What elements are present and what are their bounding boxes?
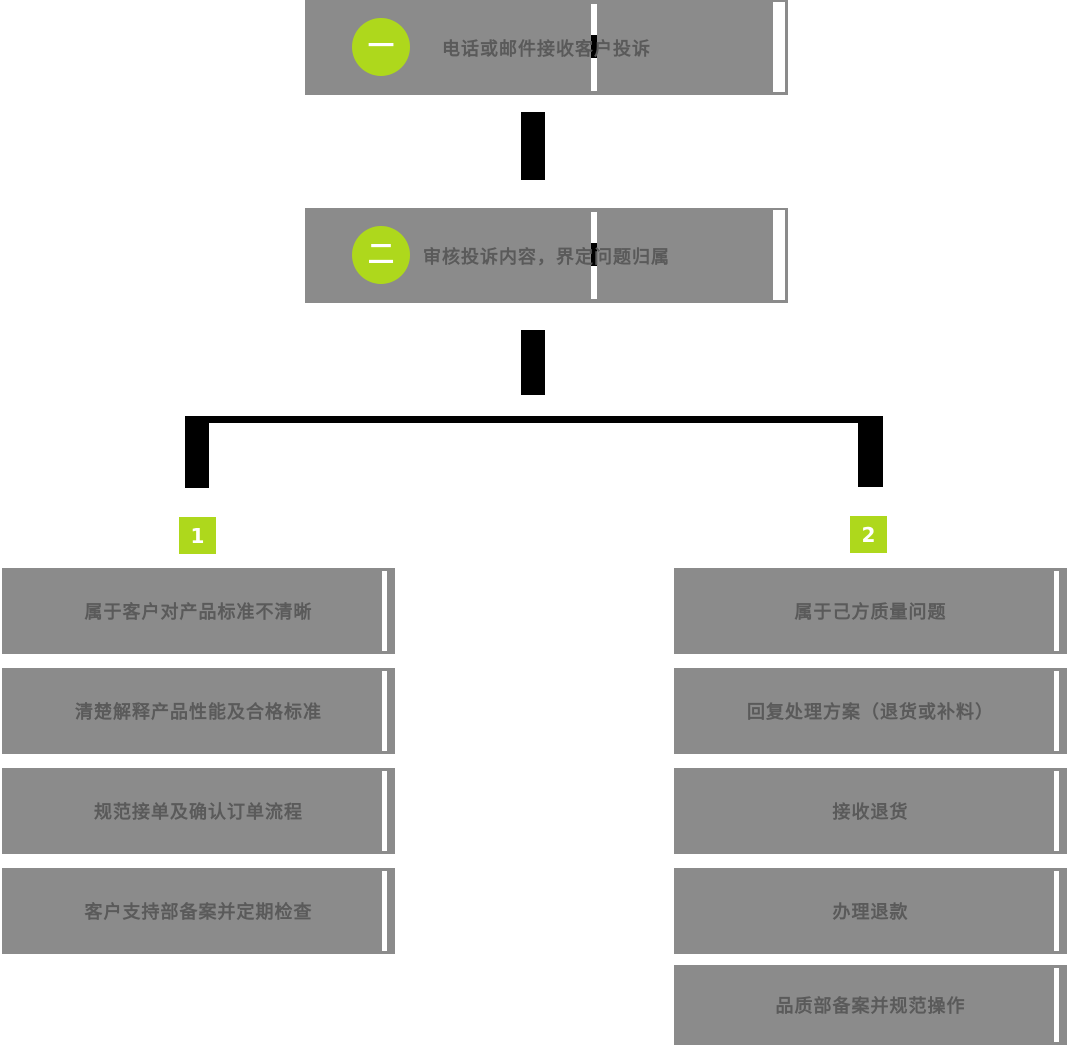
divider-stripe [1054,968,1059,1042]
branch2-box-5-label: 品质部备案并规范操作 [775,996,966,1017]
branch-horizontal-bar [193,416,873,423]
step2-box: 二 审核投诉内容，界定问题归属 [305,208,788,303]
step1-box: 一 电话或邮件接收客户投诉 [305,0,788,95]
branch2-box-3: 接收退货 [674,768,1067,854]
divider-stripe [1054,671,1059,751]
step1-number-badge: 一 [352,18,410,76]
branch1-box-2: 清楚解释产品性能及合格标准 [2,668,395,754]
branch2-badge: 2 [850,516,887,553]
step1-number: 一 [367,32,394,62]
divider-stripe [382,871,387,951]
branch2-number: 2 [861,522,876,547]
divider-stripe [773,210,785,300]
divider-stripe [382,671,387,751]
branch2-box-1: 属于己方质量问题 [674,568,1067,654]
divider-stripe [1054,571,1059,651]
branch1-box-1-label: 属于客户对产品标准不清晰 [84,602,313,623]
step1-label: 电话或邮件接收客户投诉 [442,38,651,60]
branch2-box-2: 回复处理方案（退货或补料） [674,668,1067,754]
branch1-box-1: 属于客户对产品标准不清晰 [2,568,395,654]
step2-number: 二 [367,240,394,270]
divider-stripe [382,771,387,851]
connector-down-2 [521,330,545,395]
branch2-box-2-label: 回复处理方案（退货或补料） [747,702,994,723]
divider-stripe [1054,771,1059,851]
branch1-box-4-label: 客户支持部备案并定期检查 [84,902,313,923]
artifact-mark [591,243,597,266]
branch2-box-3-label: 接收退货 [832,802,909,823]
branch1-box-4: 客户支持部备案并定期检查 [2,868,395,954]
step2-number-badge: 二 [352,226,410,284]
branch1-box-3: 规范接单及确认订单流程 [2,768,395,854]
branch2-box-1-label: 属于己方质量问题 [794,602,947,623]
branch1-number: 1 [190,523,205,548]
divider-stripe [382,571,387,651]
branch1-badge: 1 [179,517,216,554]
branch2-box-4: 办理退款 [674,868,1067,954]
branch-left-drop [185,416,209,488]
divider-stripe [773,2,785,92]
artifact-mark [591,35,597,58]
branch1-box-2-label: 清楚解释产品性能及合格标准 [75,702,322,723]
step2-label: 审核投诉内容，界定问题归属 [423,246,670,268]
branch-right-drop [858,416,883,487]
divider-stripe [1054,871,1059,951]
connector-down-1 [521,112,545,180]
branch1-box-3-label: 规范接单及确认订单流程 [94,802,303,823]
branch2-box-4-label: 办理退款 [832,902,909,923]
branch2-box-5: 品质部备案并规范操作 [674,965,1067,1045]
